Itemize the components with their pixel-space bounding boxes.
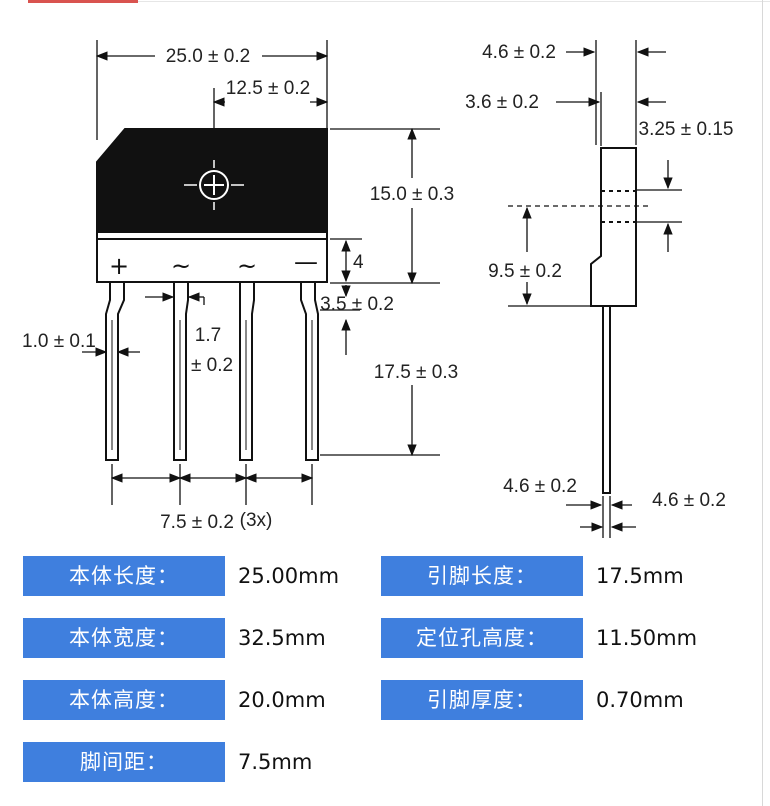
front-dimension-lines xyxy=(82,40,440,505)
spec-value-body-width: 32.5mm xyxy=(238,626,326,650)
dim-side-lead-bottom: 4.6 ± 0.2 xyxy=(503,476,577,497)
spec-label-body-length: 本体长度： xyxy=(23,556,225,596)
lead-1 xyxy=(105,283,125,461)
symbol-plus: + xyxy=(109,252,129,280)
dim-lead-width2-a: 1.7 xyxy=(195,325,221,346)
symbol-minus: — xyxy=(294,248,318,276)
spec-value-lead-thickness: 0.70mm xyxy=(596,688,684,712)
dim-side-hole-height: 9.5 ± 0.2 xyxy=(488,261,562,282)
side-lead xyxy=(602,306,611,494)
lead-3 xyxy=(239,283,255,461)
symbol-ac-1: ~ xyxy=(171,252,191,280)
dim-lead-length: 17.5 ± 0.3 xyxy=(374,362,458,383)
side-view: 4.6 ± 0.2 3.6 ± 0.2 3.25 ± 0.15 9.5 ± 0.… xyxy=(465,40,733,538)
package-diagram: + ~ ~ — 25.0 ± 0.2 12.5 ± 0.2 15.0 ± 0.3… xyxy=(22,40,733,538)
front-leads xyxy=(105,283,319,461)
top-rule xyxy=(138,1,770,2)
front-body-step-band xyxy=(97,238,327,240)
front-body-fill xyxy=(97,129,327,233)
dim-step: 4 xyxy=(353,252,364,273)
dim-side-width-outer: 4.6 ± 0.2 xyxy=(482,42,556,63)
dim-hole-offset: 12.5 ± 0.2 xyxy=(226,78,310,99)
right-border xyxy=(762,0,763,806)
dim-body-height: 15.0 ± 0.3 xyxy=(370,184,454,205)
front-view: + ~ ~ — 25.0 ± 0.2 12.5 ± 0.2 15.0 ± 0.3… xyxy=(22,40,458,533)
dim-pitch-count: (3x) xyxy=(240,510,273,531)
dim-side-top-offset: 3.25 ± 0.15 xyxy=(639,119,734,140)
spec-label-pitch: 脚间距： xyxy=(23,742,225,782)
spec-value-pitch: 7.5mm xyxy=(238,750,313,774)
spec-value-lead-length: 17.5mm xyxy=(596,564,684,588)
spec-label-hole-height: 定位孔高度： xyxy=(381,618,583,658)
lead-2 xyxy=(173,283,189,461)
dim-lead-clearance: 3.5 ± 0.2 xyxy=(320,294,394,315)
symbol-ac-2: ~ xyxy=(237,252,257,280)
dim-side-width-inner: 3.6 ± 0.2 xyxy=(465,92,539,113)
dim-side-lead-bottom-right: 4.6 ± 0.2 xyxy=(652,490,726,511)
dim-pitch: 7.5 ± 0.2 xyxy=(160,512,234,533)
spec-label-body-width: 本体宽度： xyxy=(23,618,225,658)
dim-body-length: 25.0 ± 0.2 xyxy=(166,46,250,67)
spec-label-lead-length: 引脚长度： xyxy=(381,556,583,596)
lead-4 xyxy=(300,283,319,461)
side-dimension-lines xyxy=(508,40,682,538)
mounting-hole xyxy=(199,170,229,200)
dim-lead-width: 1.0 ± 0.1 xyxy=(22,331,96,352)
side-body-outline xyxy=(590,147,637,307)
spec-value-hole-height: 11.50mm xyxy=(596,626,698,650)
dim-lead-width2-b: ± 0.2 xyxy=(191,355,233,376)
accent-bar xyxy=(28,0,138,3)
spec-value-body-height: 20.0mm xyxy=(238,688,326,712)
spec-label-body-height: 本体高度： xyxy=(23,680,225,720)
spec-value-body-length: 25.00mm xyxy=(238,564,340,588)
spec-label-lead-thickness: 引脚厚度： xyxy=(381,680,583,720)
